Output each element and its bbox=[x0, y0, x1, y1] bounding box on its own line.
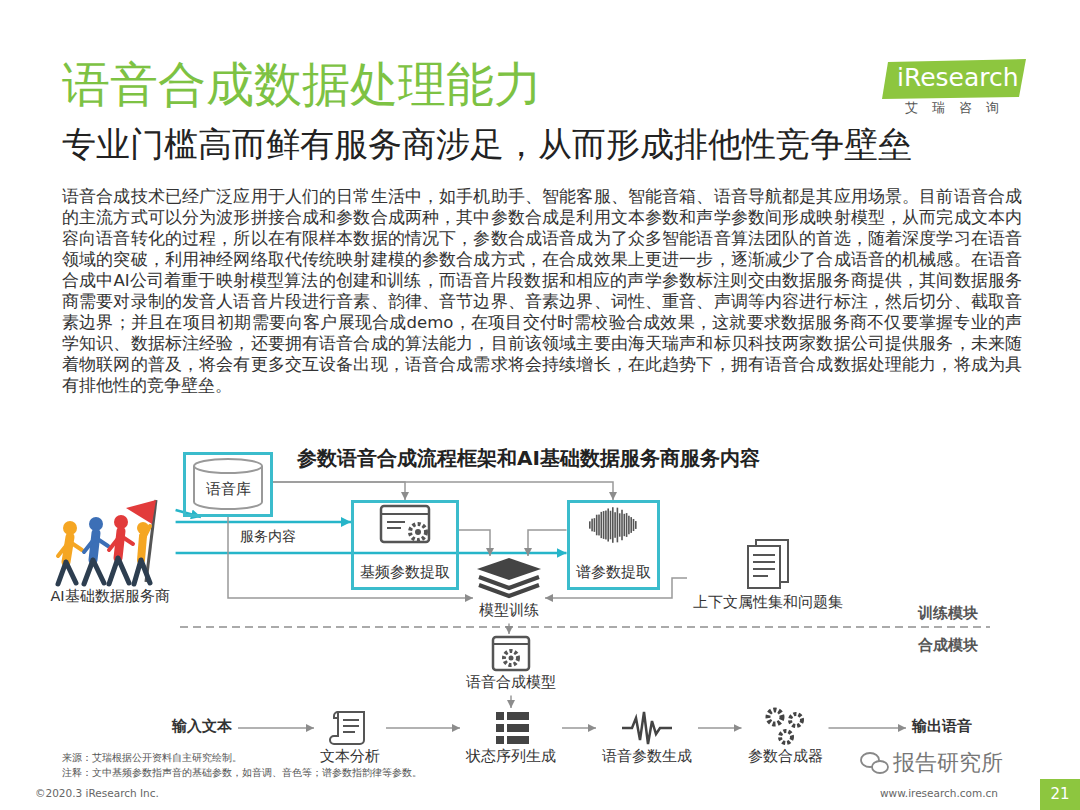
waveform-icon bbox=[622, 712, 672, 744]
process-node: 模型训练 bbox=[473, 556, 545, 623]
process-node: 状态序列生成 bbox=[460, 708, 562, 769]
body-paragraph: 语音合成技术已经广泛应用于人们的日常生活中，如手机助手、智能客服、智能音箱、语音… bbox=[62, 186, 1022, 396]
service-arrow bbox=[176, 552, 567, 555]
logo-band bbox=[882, 59, 1026, 99]
flow-arrow bbox=[829, 727, 907, 729]
annotation-note: 注释：文中基频参数指声音的基础参数，如音调、音色等；谱参数指韵律等参数。 bbox=[62, 767, 422, 779]
spectrum-bar bbox=[624, 514, 626, 536]
wechat-icon bbox=[861, 753, 888, 773]
logo-text: iResearch bbox=[897, 63, 1019, 93]
flow-arrow bbox=[386, 727, 460, 729]
scroll-icon bbox=[330, 712, 364, 744]
page-number-ground bbox=[1040, 779, 1080, 810]
spectrum-bar bbox=[605, 511, 607, 540]
flow-arrow bbox=[238, 727, 314, 729]
spectrum-bar bbox=[612, 507, 614, 543]
io-node: 输入文本 bbox=[166, 717, 238, 739]
spectrum-bar bbox=[630, 517, 632, 533]
node-text: 语音合成模型 bbox=[466, 674, 556, 691]
io-node: 输出语音 bbox=[906, 717, 978, 739]
process-node: 文本分析 bbox=[314, 708, 386, 769]
process-node: 语音参数生成 bbox=[596, 708, 698, 769]
spectrum-bar bbox=[628, 516, 630, 535]
flow-arrow bbox=[508, 623, 510, 634]
website: www.iresearch.com.cn bbox=[880, 787, 998, 800]
flow-arrow bbox=[459, 530, 490, 556]
spectrum-bar bbox=[589, 521, 591, 528]
copyright: ©2020.3 iResearch Inc. bbox=[35, 787, 159, 800]
node-text: 语音库 bbox=[206, 480, 251, 498]
watermark: 报告研究所 bbox=[893, 750, 1003, 776]
layers-icon bbox=[477, 558, 541, 596]
process-box: 基频参数提取 bbox=[351, 500, 459, 590]
sequence-icon bbox=[496, 712, 529, 744]
flow-arrow bbox=[562, 727, 596, 729]
node-text: 基频参数提取 bbox=[360, 563, 450, 581]
node-text: 模型训练 bbox=[479, 602, 539, 619]
node-text: 上下文属性集和问题集 bbox=[693, 594, 843, 611]
process-node: 参数合成器 bbox=[742, 708, 829, 769]
service-label: 服务内容 bbox=[240, 528, 296, 544]
page-number: 21 bbox=[1040, 785, 1080, 803]
node-text: 谱参数提取 bbox=[576, 563, 651, 581]
database-cylinder bbox=[194, 459, 262, 509]
spectrum-bar bbox=[610, 511, 612, 540]
module-label: 训练模块 bbox=[918, 604, 978, 622]
process-box: 谱参数提取 bbox=[567, 500, 660, 590]
document-icon bbox=[748, 540, 788, 588]
node-text: 语音参数生成 bbox=[602, 748, 692, 765]
spectrum-bar bbox=[607, 508, 609, 541]
actor-node: AI基础数据服务商 bbox=[44, 498, 175, 609]
spectrum-bar bbox=[621, 510, 623, 541]
spectrum-bar bbox=[598, 515, 600, 536]
spectrum-bar bbox=[594, 518, 596, 532]
window-gear-icon bbox=[493, 637, 529, 670]
spectrum-bar bbox=[591, 519, 593, 532]
module-label: 合成模块 bbox=[918, 636, 978, 654]
window-gear-icon bbox=[381, 506, 429, 542]
service-arrow bbox=[176, 521, 351, 524]
node-text: AI基础数据服务商 bbox=[50, 588, 169, 605]
document-node: 上下文属性集和问题集 bbox=[687, 538, 849, 615]
node-text: 输出语音 bbox=[912, 717, 972, 735]
slide-title: 语音合成数据处理能力 bbox=[62, 56, 542, 114]
flow-arrow bbox=[528, 530, 567, 556]
subtitle: 专业门槛高而鲜有服务商涉足，从而形成排他性竞争壁垒 bbox=[62, 124, 912, 165]
node-text: 文本分析 bbox=[320, 748, 380, 765]
source-note: 来源：艾瑞根据公开资料自主研究绘制。 bbox=[62, 752, 242, 764]
logo-subtext: 艾 瑞 咨 询 bbox=[905, 100, 1004, 116]
spectrum-icon bbox=[589, 507, 637, 543]
flow-arrow bbox=[698, 727, 742, 729]
spectrum-bar bbox=[603, 511, 605, 539]
people-icon bbox=[58, 500, 156, 584]
module-separator bbox=[180, 626, 990, 628]
database-node: 语音库 bbox=[183, 452, 273, 517]
process-node: 语音合成模型 bbox=[460, 634, 562, 695]
node-text: 参数合成器 bbox=[748, 748, 823, 765]
spectrum-bar bbox=[626, 513, 628, 537]
spectrum-bar bbox=[614, 512, 616, 538]
spectrum-bar bbox=[633, 519, 635, 531]
flow-arrow bbox=[273, 482, 613, 500]
spectrum-bar bbox=[635, 521, 637, 529]
flow-arrow bbox=[510, 695, 512, 708]
node-text: 状态序列生成 bbox=[466, 748, 556, 765]
spectrum-bar bbox=[601, 512, 603, 538]
diagram-caption: 参数语音合成流程框架和AI基础数据服务商服务内容 bbox=[297, 446, 760, 470]
spectrum-bar bbox=[619, 513, 621, 536]
node-text: 输入文本 bbox=[172, 717, 232, 735]
spectrum-bar bbox=[596, 515, 598, 536]
spectrum-bar bbox=[617, 508, 619, 543]
flow-arrow bbox=[273, 482, 405, 500]
gears-icon bbox=[768, 710, 802, 743]
